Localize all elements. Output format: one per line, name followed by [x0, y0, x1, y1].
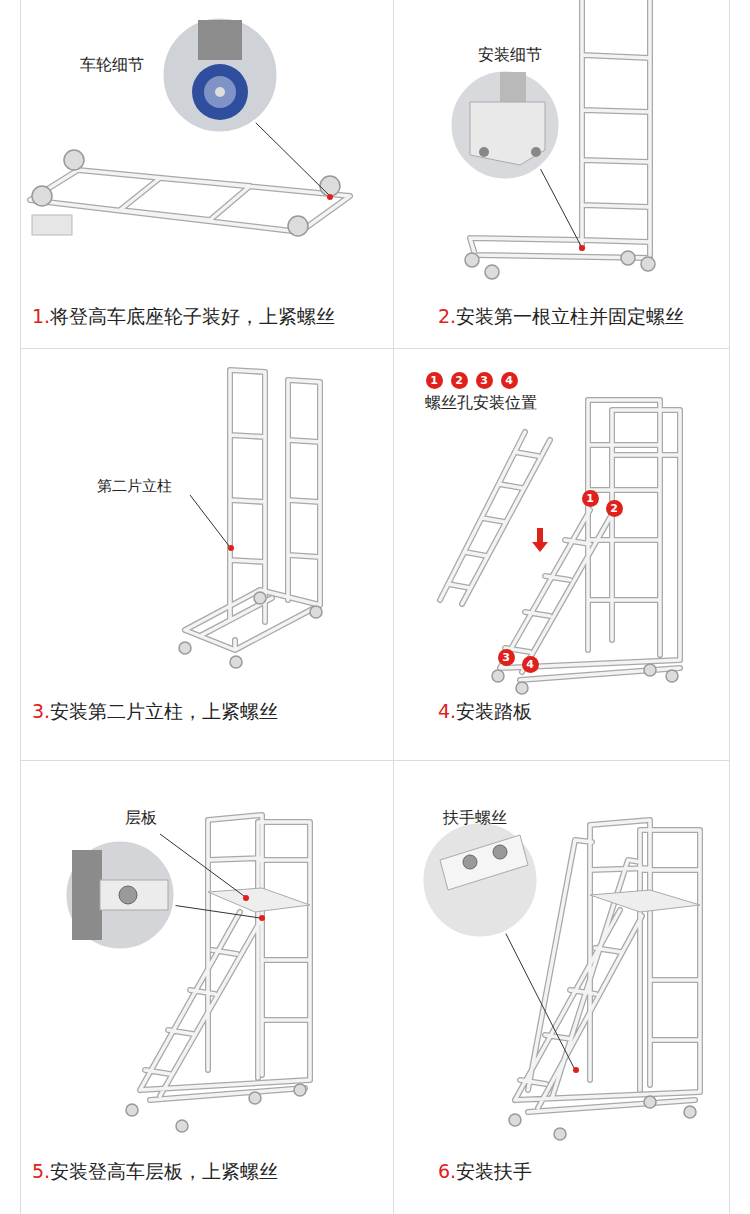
step-text: 安装踏板 — [456, 700, 532, 722]
callout-number: 2 — [606, 500, 623, 517]
step-text: 安装第二片立柱，上紧螺丝 — [50, 700, 278, 722]
step-text: 安装第一根立柱并固定螺丝 — [456, 305, 684, 327]
step-caption: 3.安装第二片立柱，上紧螺丝 — [32, 700, 278, 723]
platform-frame — [65, 815, 310, 1132]
step-number: 1. — [32, 305, 50, 327]
step-caption: 2.安装第一根立柱并固定螺丝 — [438, 305, 684, 328]
first-upright — [465, 0, 655, 279]
part-label: 车轮细节 — [80, 55, 144, 74]
step-number: 5. — [32, 1160, 50, 1182]
callout-number: 4 — [501, 372, 518, 389]
callout-number: 2 — [451, 372, 468, 389]
callout-number: 3 — [476, 372, 493, 389]
callout-number: 4 — [522, 656, 539, 673]
step-number: 6. — [438, 1160, 456, 1182]
step-caption: 1.将登高车底座轮子装好，上紧螺丝 — [32, 305, 335, 328]
stairs — [440, 400, 680, 694]
callout-number: 3 — [498, 649, 515, 666]
part-label: 螺丝孔安装位置 — [425, 393, 537, 412]
part-label: 层板 — [125, 808, 157, 827]
step-caption: 4.安装踏板 — [438, 700, 532, 723]
step-number: 3. — [32, 700, 50, 722]
install-magnifier — [450, 70, 585, 251]
step-text: 将登高车底座轮子装好，上紧螺丝 — [50, 305, 335, 327]
step-text: 安装扶手 — [456, 1160, 532, 1182]
callout-number: 1 — [426, 372, 443, 389]
step-caption: 6.安装扶手 — [438, 1160, 532, 1183]
base-frame — [30, 150, 350, 236]
panel-grid — [20, 0, 730, 1214]
step-number: 4. — [438, 700, 456, 722]
handrail-frame — [422, 820, 700, 1140]
part-label: 扶手螺丝 — [443, 808, 507, 827]
part-label: 第二片立柱 — [97, 477, 172, 495]
step-text: 安装登高车层板，上紧螺丝 — [50, 1160, 278, 1182]
callout-number: 1 — [582, 490, 599, 507]
part-label: 安装细节 — [478, 45, 542, 64]
step-number: 2. — [438, 305, 456, 327]
step-caption: 5.安装登高车层板，上紧螺丝 — [32, 1160, 278, 1183]
second-upright — [179, 370, 322, 668]
wheel-magnifier — [162, 17, 333, 200]
